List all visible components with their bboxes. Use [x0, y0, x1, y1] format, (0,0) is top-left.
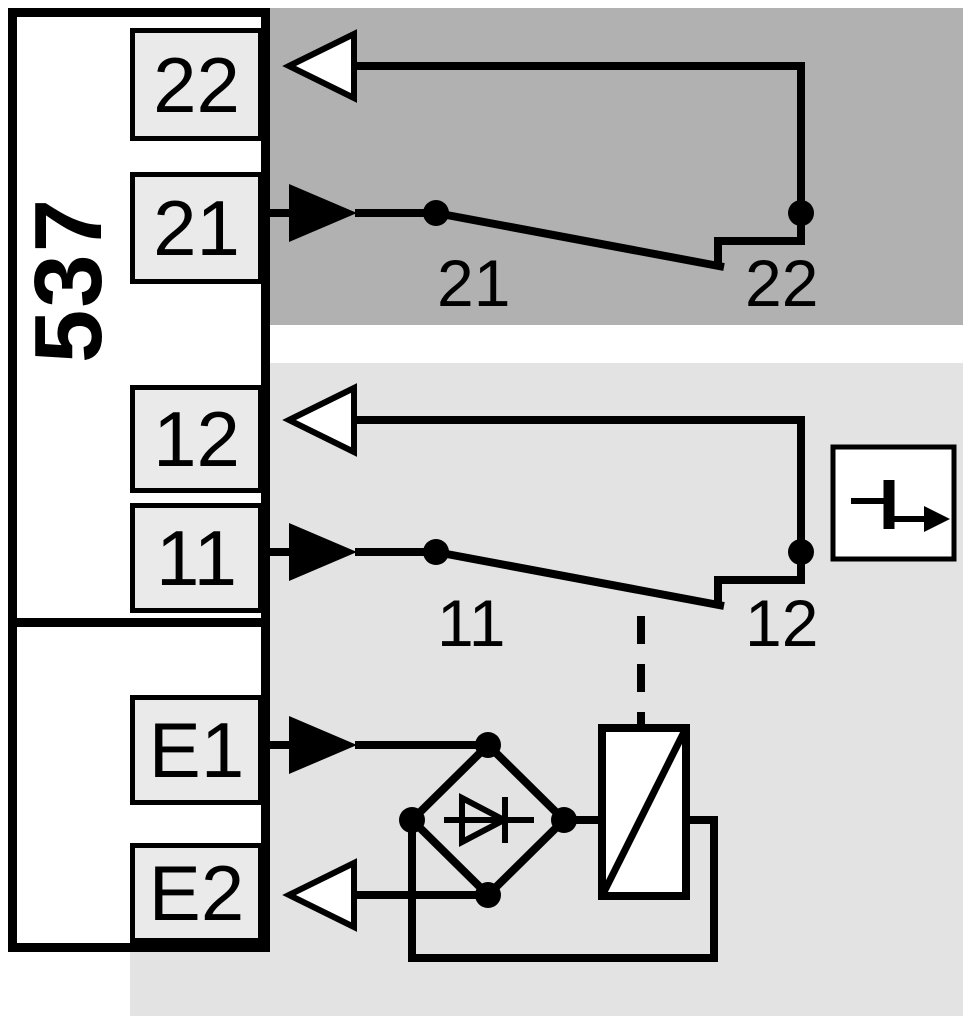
- wire-label-22: 22: [745, 246, 819, 320]
- terminal-E2: E2: [130, 843, 263, 943]
- terminal-22: 22: [130, 28, 263, 141]
- terminal-12: 12: [130, 385, 263, 493]
- terminal-E1: E1: [130, 695, 263, 805]
- block-divider: [8, 618, 270, 627]
- wire-label-11: 11: [437, 586, 506, 660]
- lower-circuit-background: [270, 363, 963, 1016]
- background-extension: [130, 950, 272, 1016]
- terminal-11: 11: [130, 503, 263, 613]
- upper-contacts-background: [270, 8, 963, 325]
- terminal-21: 21: [130, 172, 263, 284]
- wire-label-21: 21: [437, 246, 511, 320]
- wire-label-12: 12: [745, 586, 819, 660]
- module-label: 537: [15, 196, 122, 364]
